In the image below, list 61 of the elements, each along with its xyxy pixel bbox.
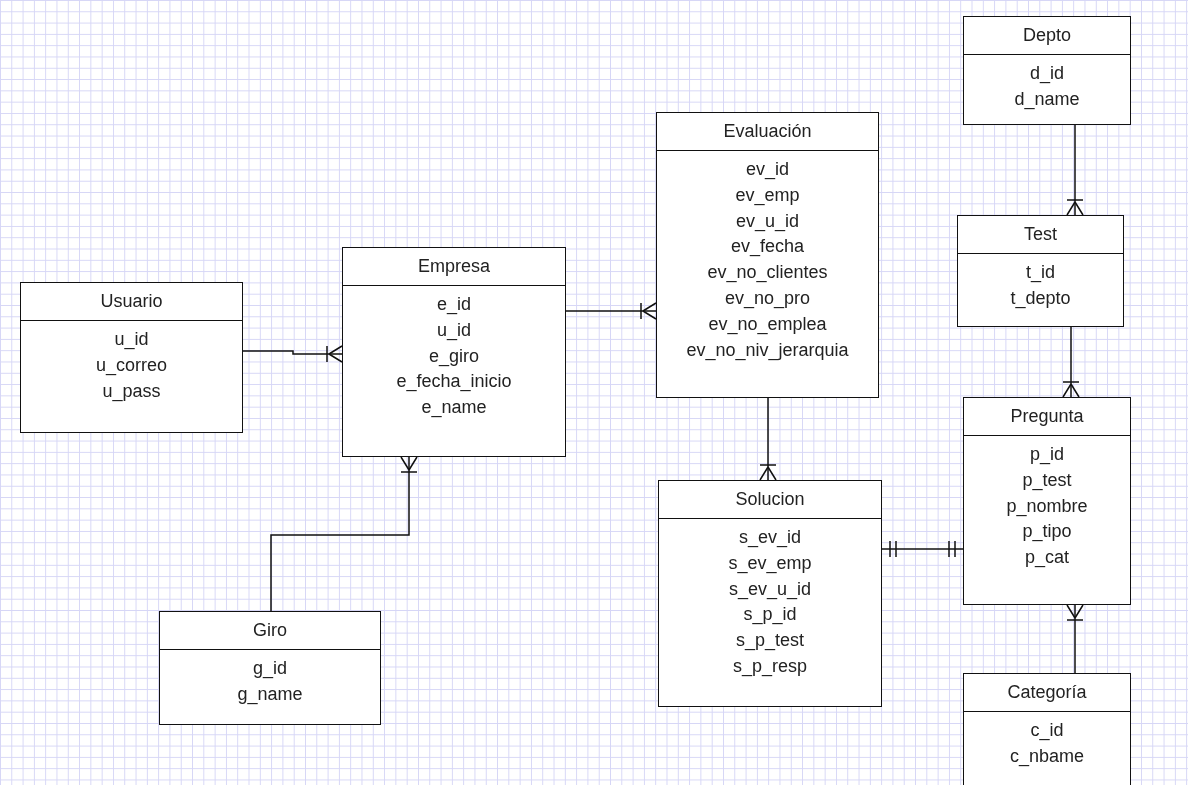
entity-title: Usuario	[100, 291, 163, 312]
entity-box	[20, 282, 243, 433]
entity-title: Solucion	[735, 489, 805, 510]
attribute-name: u_id	[437, 318, 471, 343]
entity-title: Test	[1024, 224, 1057, 245]
attribute-name: s_p_resp	[732, 655, 808, 679]
attribute-name: c_nbame	[1009, 744, 1085, 769]
entity-box	[658, 480, 882, 707]
relationship-line	[759, 397, 777, 481]
attribute-name: e_giro	[428, 344, 479, 369]
attribute-name: p_nombre	[1006, 494, 1088, 519]
attribute-name: ev_no_clientes	[707, 261, 828, 285]
attribute-name: g_name	[237, 682, 303, 707]
entity-title: Empresa	[418, 256, 490, 277]
entity-box	[963, 673, 1131, 785]
attribute-name: s_ev_id	[738, 526, 801, 550]
entity-title: Pregunta	[1010, 406, 1084, 427]
attribute-name: e_fecha_inicio	[396, 370, 512, 394]
attribute-name: ev_id	[746, 158, 789, 182]
relationship-line	[881, 540, 964, 558]
attribute-name: u_correo	[95, 353, 167, 378]
attribute-name: ev_no_niv_jerarquia	[686, 338, 849, 363]
entity-title: Giro	[253, 620, 287, 641]
attribute-name: s_p_id	[743, 603, 797, 627]
attribute-name: p_cat	[1024, 546, 1069, 570]
entity-box	[957, 215, 1124, 327]
attribute-name: d_id	[1030, 62, 1064, 86]
attribute-name: p_tipo	[1022, 520, 1072, 544]
entity-title: Evaluación	[723, 121, 812, 142]
attribute-name: t_id	[1026, 261, 1055, 285]
attribute-name: ev_fecha	[730, 235, 805, 259]
attribute-name: u_pass	[102, 379, 161, 404]
relationship-line	[565, 302, 657, 320]
relationship-line	[1066, 124, 1084, 216]
relationship-line	[1066, 604, 1084, 674]
attribute-name: ev_emp	[735, 183, 800, 208]
attribute-name: p_test	[1022, 468, 1072, 493]
entity-box	[656, 112, 879, 398]
relationship-line	[242, 345, 343, 363]
entity-box	[342, 247, 566, 457]
attribute-name: s_ev_u_id	[728, 577, 812, 602]
relationship-line	[1062, 326, 1080, 398]
entity-box	[159, 611, 381, 725]
attribute-name: u_id	[114, 328, 149, 352]
entity-box	[963, 16, 1131, 125]
attribute-name: c_id	[1030, 719, 1064, 743]
attribute-name: d_name	[1014, 87, 1080, 112]
attribute-name: s_p_test	[735, 629, 804, 653]
entity-title: Depto	[1022, 25, 1071, 46]
attribute-name: t_depto	[1010, 286, 1071, 311]
attribute-name: e_name	[421, 396, 487, 420]
entity-title: Categoría	[1007, 682, 1087, 703]
attribute-name: ev_no_pro	[724, 287, 811, 311]
attribute-name: e_id	[437, 293, 471, 317]
entity-box	[963, 397, 1131, 605]
attribute-name: s_ev_emp	[728, 551, 812, 576]
relationship-line	[270, 456, 418, 612]
attribute-name: ev_no_emplea	[708, 312, 827, 337]
attribute-name: p_id	[1030, 443, 1064, 467]
attribute-name: ev_u_id	[735, 209, 800, 234]
attribute-name: g_id	[253, 657, 287, 681]
